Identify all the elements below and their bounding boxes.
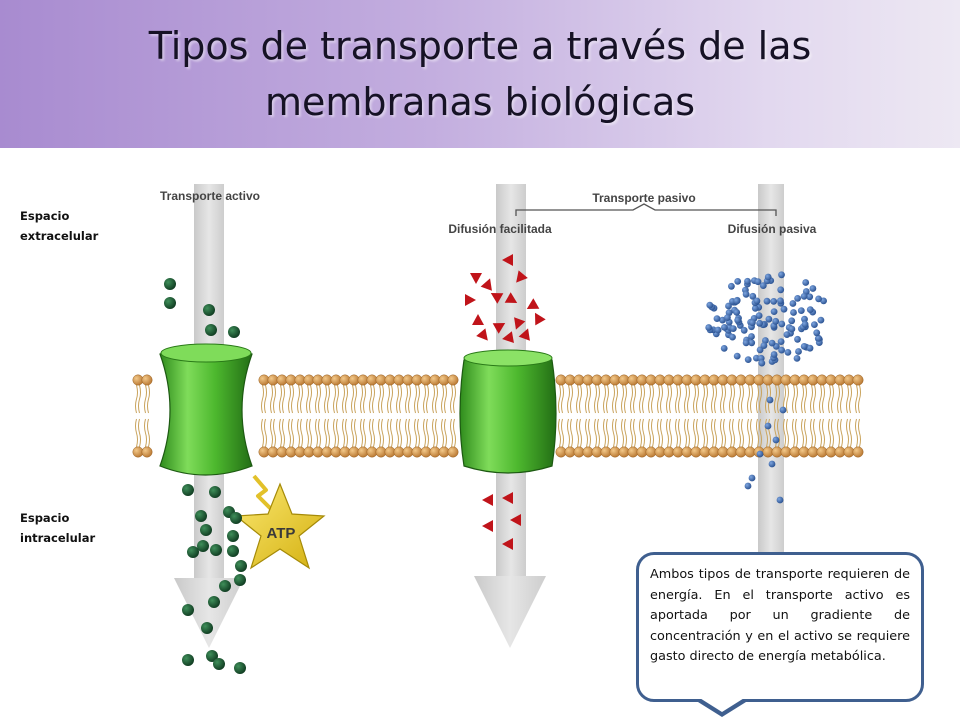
intracellular-space-label: Espacio intracelular — [20, 511, 96, 545]
active-transport-label: Transporte activo — [160, 189, 260, 203]
active-transport-molecules — [164, 278, 247, 674]
atp-label: ATP — [267, 525, 296, 542]
lipid-bilayer — [132, 374, 864, 458]
title-bar — [0, 0, 960, 148]
slide-title: Tipos de transporte a través de las memb… — [0, 18, 960, 130]
callout-tail-fill — [695, 695, 749, 712]
facilitated-diffusion-label: Difusión facilitada — [448, 222, 552, 236]
atp-star-icon: ATP — [234, 474, 326, 570]
passive-diffusion-molecules — [705, 271, 827, 504]
slide-title-line-1: Tipos de transporte a través de las — [148, 24, 812, 68]
passive-diffusion-label: Difusión pasiva — [728, 222, 817, 236]
extracellular-space-label: Espacio extracelular — [20, 209, 99, 243]
slide-title-line-2: membranas biológicas — [264, 80, 696, 124]
channel-protein — [459, 349, 557, 474]
active-transport-protein — [159, 343, 253, 476]
membrane-transport-diagram: Transporte activo Transporte pasivo Difu… — [132, 184, 864, 674]
passive-transport-bracket — [515, 203, 777, 216]
callout-box: Ambos tipos de transporte requieren de e… — [636, 552, 924, 702]
passive-diffusion-arrow — [758, 184, 784, 564]
facilitated-diffusion-molecules — [465, 254, 546, 550]
passive-transport-label: Transporte pasivo — [592, 191, 695, 205]
